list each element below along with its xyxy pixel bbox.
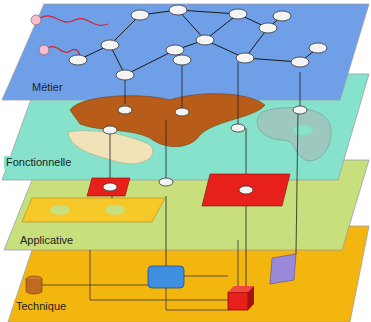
actor-node	[31, 15, 41, 25]
process-link	[205, 14, 238, 40]
device-cube-side	[248, 286, 254, 310]
function-node	[118, 106, 132, 114]
function-node	[231, 124, 245, 132]
layer-link	[166, 196, 167, 266]
process-link	[78, 45, 110, 60]
process-node	[166, 45, 184, 55]
layer-link	[182, 60, 183, 110]
layer-link	[125, 75, 126, 104]
function-node	[103, 126, 117, 134]
process-node	[173, 55, 191, 65]
process-link	[175, 50, 182, 60]
process-node	[116, 70, 134, 80]
process-link	[238, 14, 268, 28]
layer-link	[238, 62, 239, 128]
layer-link	[110, 130, 111, 178]
actor-node	[39, 45, 49, 55]
technical-wire	[90, 300, 228, 301]
process-link	[245, 28, 268, 58]
layer-link	[246, 206, 247, 286]
technical-wire	[166, 288, 167, 310]
function-node	[159, 178, 173, 186]
blob-hole	[293, 125, 313, 135]
layer-label: Applicative	[18, 234, 75, 247]
shape-hole	[105, 205, 125, 215]
process-node	[196, 35, 214, 45]
layer-label: Fonctionnelle	[4, 156, 73, 169]
shape-hole	[50, 205, 70, 215]
cylinder-body	[26, 279, 42, 294]
actor-link	[40, 16, 108, 25]
process-node	[291, 57, 309, 67]
device-cube-top	[228, 286, 254, 292]
technical-wire	[184, 276, 228, 277]
server-box	[148, 266, 184, 288]
process-link	[268, 16, 282, 28]
application-shape	[22, 198, 165, 222]
layer-link	[296, 110, 298, 254]
technical-wire	[90, 250, 91, 300]
layer-label: Technique	[14, 300, 68, 313]
process-link	[205, 40, 245, 58]
layer-plane-shape	[2, 4, 369, 100]
process-node	[259, 23, 277, 33]
process-link	[175, 40, 205, 50]
layer-link	[246, 128, 247, 174]
layer-link	[112, 195, 113, 198]
business-layer: Métier	[0, 2, 371, 102]
functional-blob	[70, 94, 265, 147]
application-component	[87, 178, 130, 196]
process-node	[229, 9, 247, 19]
process-link	[140, 10, 178, 15]
process-node	[131, 10, 149, 20]
layer-link	[166, 120, 167, 180]
device-cube	[228, 292, 248, 310]
functional-blob	[68, 131, 153, 164]
functional-blob	[257, 108, 331, 161]
function-node	[239, 186, 253, 194]
technical-wire	[238, 240, 239, 286]
process-link	[245, 58, 300, 62]
technical-wire	[42, 285, 148, 286]
process-node	[69, 55, 87, 65]
cylinder-top	[26, 276, 42, 282]
process-link	[178, 10, 238, 14]
process-node	[273, 11, 291, 21]
process-node	[236, 53, 254, 63]
layer-link	[300, 72, 301, 110]
application-component	[202, 174, 290, 206]
process-link	[178, 10, 205, 40]
technical-wire	[166, 310, 228, 311]
process-link	[300, 48, 318, 62]
process-node	[169, 5, 187, 15]
function-node	[293, 106, 307, 114]
process-link	[125, 50, 175, 75]
function-node	[175, 108, 189, 116]
function-node	[103, 183, 117, 191]
layer-label: Métier	[30, 81, 65, 94]
process-node	[309, 43, 327, 53]
actor-link	[48, 47, 80, 61]
process-link	[110, 45, 125, 75]
process-node	[101, 40, 119, 50]
process-link	[110, 15, 140, 45]
storage-shape	[270, 254, 296, 284]
